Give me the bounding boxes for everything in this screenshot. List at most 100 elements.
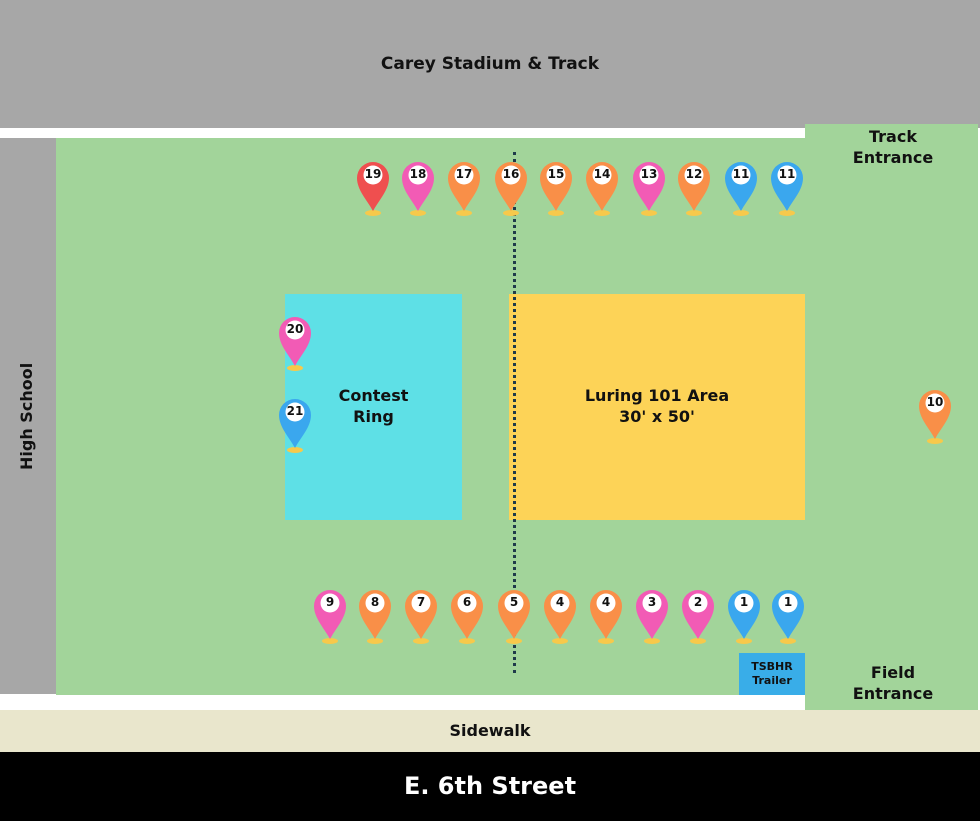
map-pin[interactable]: 11 [723,160,759,218]
map-pin-icon [725,162,757,216]
pin-number: 1 [783,595,793,609]
map-pin-icon [357,162,389,216]
pin-base [287,365,303,371]
map-pin[interactable]: 17 [446,160,482,218]
pin-base [365,210,381,216]
map-pin[interactable]: 4 [588,588,624,646]
sidewalk: Sidewalk [0,710,980,752]
sidewalk-label: Sidewalk [449,720,531,740]
pin-number: 7 [416,595,426,609]
entrance-strip [805,124,978,710]
map-pin[interactable]: 20 [277,315,313,373]
map-pin[interactable]: 16 [493,160,529,218]
pin-dot [777,165,797,185]
map-pin[interactable]: 14 [584,160,620,218]
pin-dot [501,165,521,185]
pin-base [506,638,522,644]
map-pin[interactable]: 7 [403,588,439,646]
pin-base [779,210,795,216]
map-pin-icon [359,590,391,644]
pin-dot [320,593,340,613]
map-pin-icon [451,590,483,644]
map-pin[interactable]: 3 [634,588,670,646]
pin-dot [688,593,708,613]
map-pin-icon [772,590,804,644]
street: E. 6th Street [0,752,980,821]
pin-base [598,638,614,644]
high-school-label: High School [17,362,37,470]
pin-base [548,210,564,216]
luring-area-label: Luring 101 Area 30' x 50' [584,386,730,426]
pin-dot [642,593,662,613]
pin-number: 15 [547,167,565,181]
pin-base [927,438,943,444]
map-pin-icon [279,399,311,453]
pin-dot [546,165,566,185]
map-pin[interactable]: 19 [355,160,391,218]
pin-dot [408,165,428,185]
map-pin[interactable]: 21 [277,397,313,455]
pin-number: 6 [462,595,472,609]
pin-dot [411,593,431,613]
pin-dot [285,402,305,422]
map-pin[interactable]: 4 [542,588,578,646]
map-pin[interactable]: 6 [449,588,485,646]
pin-base [410,210,426,216]
pin-number: 12 [685,167,703,181]
map-pin[interactable]: 9 [312,588,348,646]
pin-base [367,638,383,644]
trailer-label: TSBHR Trailer [751,660,793,687]
map-pin-icon [495,162,527,216]
pin-number: 5 [509,595,519,609]
map-pin[interactable]: 18 [400,160,436,218]
map-pin-icon [636,590,668,644]
pin-dot [731,165,751,185]
pin-dot [592,165,612,185]
pin-dot [596,593,616,613]
pin-dot [457,593,477,613]
high-school: High School [0,138,56,694]
pin-base [322,638,338,644]
map-pin[interactable]: 2 [680,588,716,646]
map-pin-icon [590,590,622,644]
map-pin[interactable]: 5 [496,588,532,646]
map-pin[interactable]: 15 [538,160,574,218]
map-pin[interactable]: 10 [917,388,953,446]
tsbhr-trailer: TSBHR Trailer [739,653,805,695]
pin-base [594,210,610,216]
map-pin-icon [586,162,618,216]
pin-dot [684,165,704,185]
map-pin-icon [682,590,714,644]
map-pin[interactable]: 12 [676,160,712,218]
map-pin-icon [405,590,437,644]
contest-ring: Contest Ring [285,294,462,520]
pin-base [733,210,749,216]
stadium-edge [0,128,805,138]
pin-base [552,638,568,644]
track-entrance: Track Entrance [812,122,974,174]
pin-base [780,638,796,644]
pin-number: 1 [739,595,749,609]
map-pin[interactable]: 13 [631,160,667,218]
carey-stadium: Carey Stadium & Track [0,0,980,128]
pin-number: 11 [778,167,796,181]
pin-dot [504,593,524,613]
map-pin[interactable]: 1 [726,588,762,646]
pin-base [287,447,303,453]
map-pin[interactable]: 11 [769,160,805,218]
map-pin[interactable]: 8 [357,588,393,646]
pin-number: 13 [640,167,658,181]
pin-number: 19 [364,167,382,181]
map-pin-icon [919,390,951,444]
pin-dot [639,165,659,185]
sidewalk-edge [0,695,805,710]
map-pin-icon [498,590,530,644]
pin-number: 16 [502,167,520,181]
pin-number: 21 [286,404,304,418]
pin-base [644,638,660,644]
map-pin-icon [540,162,572,216]
map-pin[interactable]: 1 [770,588,806,646]
pin-dot [550,593,570,613]
pin-base [736,638,752,644]
map-pin-icon [678,162,710,216]
